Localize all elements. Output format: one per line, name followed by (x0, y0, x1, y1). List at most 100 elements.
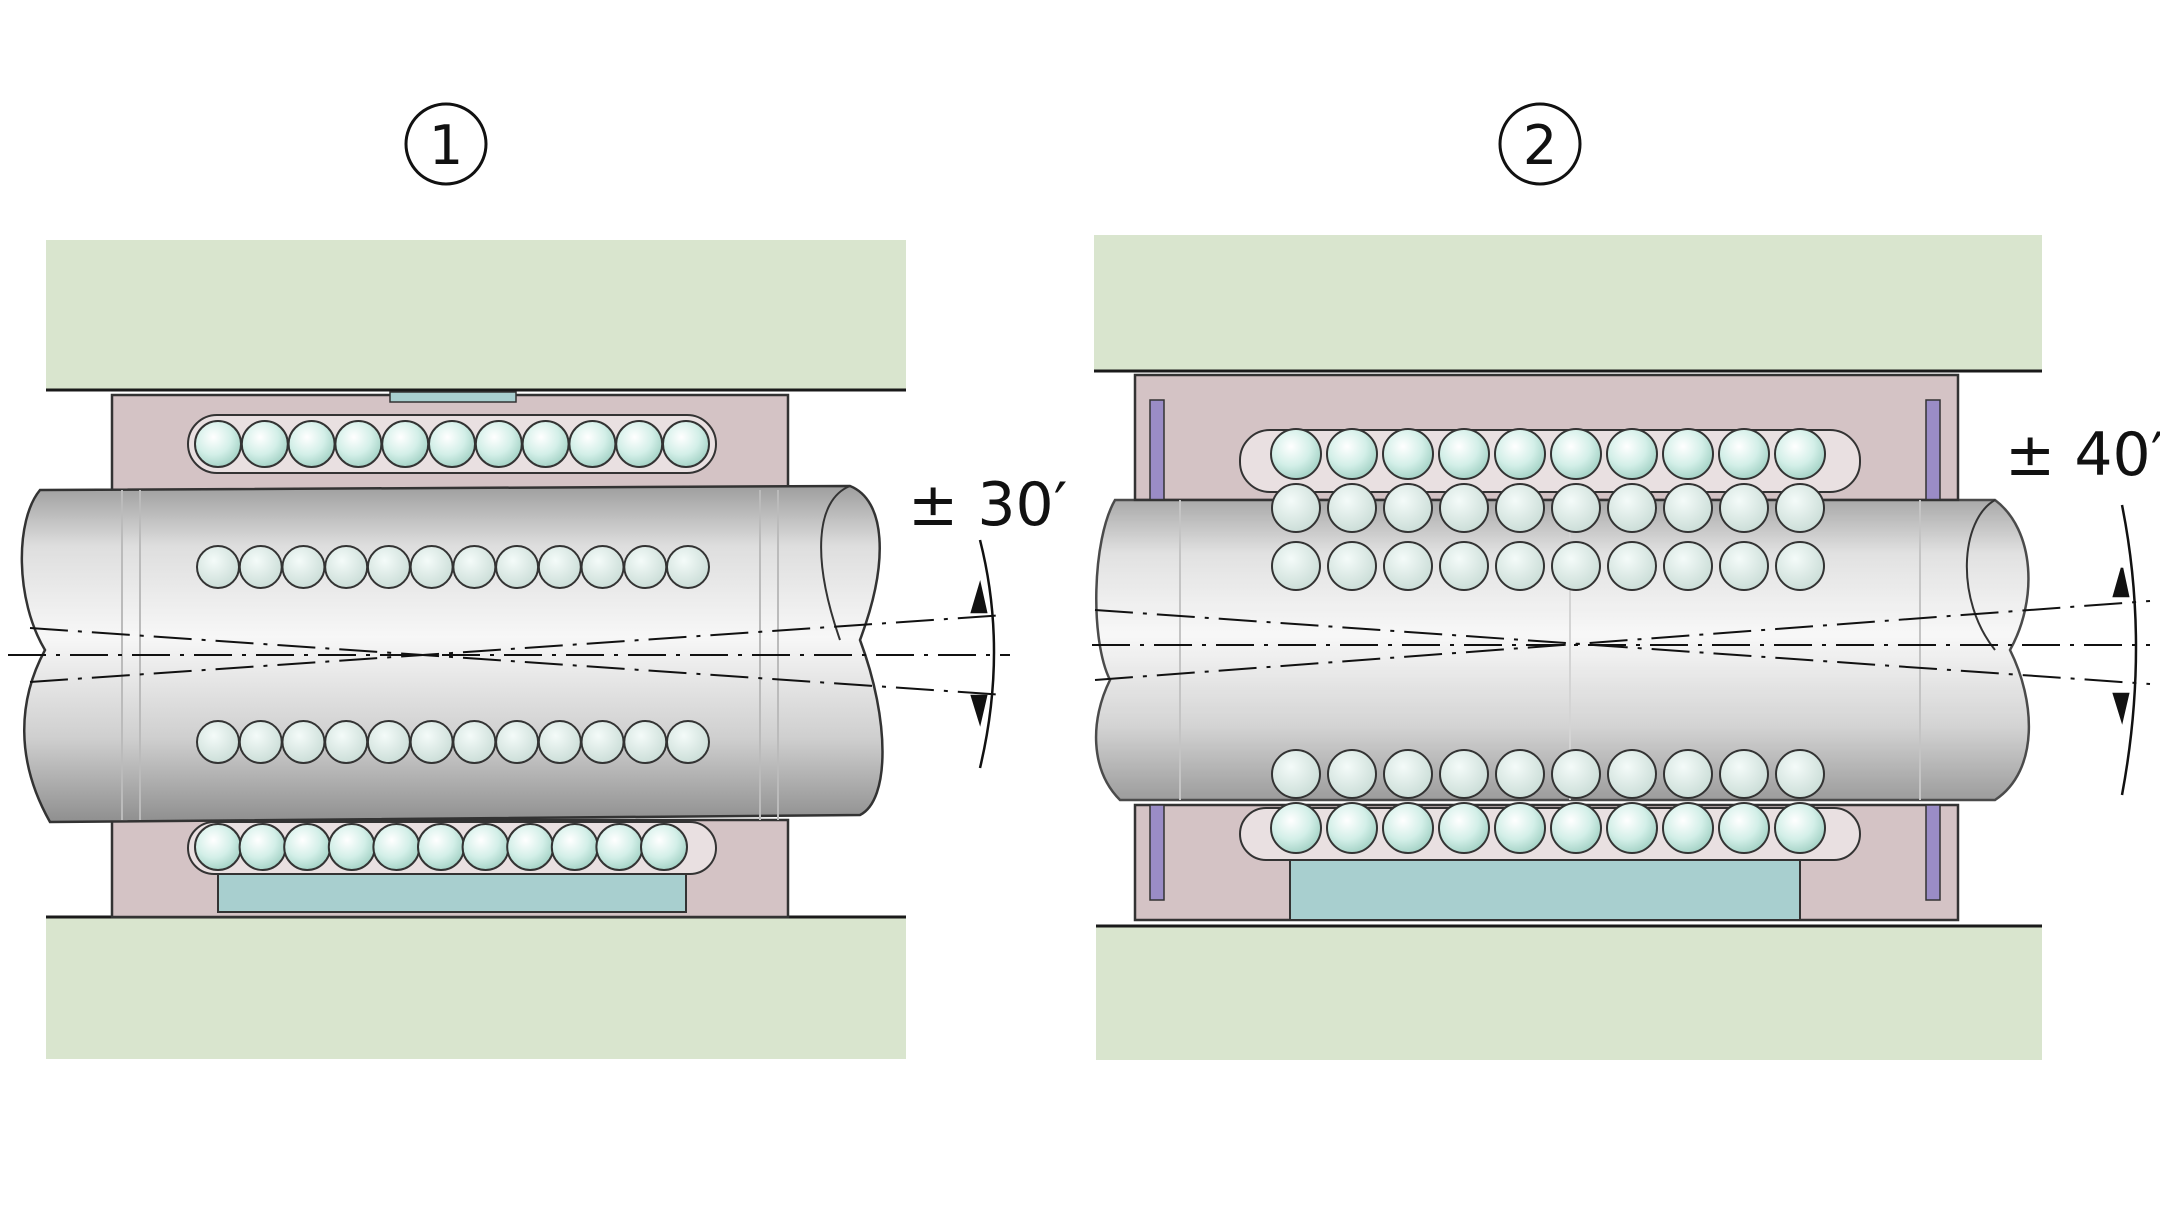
inner-ball (1439, 483, 1489, 533)
panel-2-number: 2 (1523, 114, 1557, 177)
inner-ball (1607, 749, 1657, 799)
ball (550, 823, 599, 871)
inner-ball (366, 545, 411, 589)
panel-2-housing-bottom (1096, 926, 2042, 1060)
ball (372, 823, 421, 871)
panel-2: 2 (1092, 102, 2160, 1060)
ball (1550, 428, 1602, 480)
inner-ball (580, 720, 625, 764)
inner-ball (281, 720, 326, 764)
panel-2-label: 2 (1498, 102, 1582, 186)
panel-1-angle-dimension (970, 539, 996, 769)
panel-1-axis-lines (8, 614, 1010, 696)
ball (1382, 428, 1434, 480)
panel-2-angle-dimension (2112, 504, 2138, 796)
panel-1-balls-top (194, 420, 710, 468)
ball (595, 823, 644, 871)
inner-ball (1719, 483, 1769, 533)
inner-ball (623, 720, 668, 764)
ball (1662, 428, 1714, 480)
inner-ball (1439, 749, 1489, 799)
ball (1270, 802, 1322, 854)
ball (428, 420, 476, 468)
panel-1-balls-bottom (194, 823, 688, 871)
panel-1-housing-top (46, 240, 906, 390)
inner-ball (1383, 749, 1433, 799)
inner-ball (281, 545, 326, 589)
inner-ball (238, 720, 283, 764)
inner-ball (1271, 483, 1321, 533)
inner-ball (537, 545, 582, 589)
inner-ball (196, 545, 240, 589)
ball (194, 823, 242, 871)
ball (521, 420, 570, 468)
panel-2-balls-inner (1271, 483, 1825, 799)
ball (238, 823, 287, 871)
ball (1494, 428, 1546, 480)
inner-ball (1607, 483, 1657, 533)
inner-ball (1495, 749, 1545, 799)
inner-ball (1775, 749, 1825, 799)
inner-ball (1607, 541, 1657, 591)
ball (1606, 802, 1658, 854)
panel-2-housing-top (1094, 235, 2042, 371)
panel-1-balls-inner (196, 545, 710, 764)
inner-ball (1495, 483, 1545, 533)
ball (1326, 428, 1378, 480)
ball (334, 420, 383, 468)
inner-ball (666, 545, 710, 589)
panel-2-seal-left-top (1149, 399, 1165, 501)
ball (1270, 428, 1322, 480)
panel-1: 1 (8, 102, 1067, 1059)
inner-ball (196, 720, 240, 764)
inner-ball (1719, 749, 1769, 799)
inner-ball (1551, 483, 1601, 533)
panel-2-seal-left-bottom (1149, 804, 1165, 901)
panel-1-housing-bottom (46, 917, 906, 1059)
inner-ball (1383, 483, 1433, 533)
inner-ball (452, 545, 497, 589)
ball (327, 823, 376, 871)
ball (506, 823, 555, 871)
inner-ball (1551, 749, 1601, 799)
inner-ball (1719, 541, 1769, 591)
ball (283, 823, 332, 871)
ball (1774, 428, 1826, 480)
inner-ball (1439, 541, 1489, 591)
ball (568, 420, 617, 468)
ball (417, 823, 465, 871)
inner-ball (1327, 483, 1377, 533)
panel-2-seal-right-top (1925, 399, 1941, 501)
inner-ball (324, 545, 369, 589)
inner-ball (1775, 541, 1825, 591)
ball (474, 420, 523, 468)
ball (1438, 428, 1490, 480)
inner-ball (580, 545, 625, 589)
ball (240, 420, 289, 468)
inner-ball (537, 720, 582, 764)
ball (1718, 802, 1770, 854)
inner-ball (1663, 483, 1713, 533)
panel-2-seal-right-bottom (1925, 804, 1941, 901)
panel-2-balls-bottom (1270, 802, 1826, 854)
inner-ball (1775, 483, 1825, 533)
inner-ball (495, 720, 540, 764)
ball (1550, 802, 1602, 854)
inner-ball (1327, 541, 1377, 591)
inner-ball (1551, 541, 1601, 591)
inner-ball (238, 545, 283, 589)
inner-ball (366, 720, 411, 764)
inner-ball (409, 720, 454, 764)
panel-1-number: 1 (429, 114, 463, 177)
ball (1606, 428, 1658, 480)
panel-2-bearing-cage-bottom (1133, 803, 1960, 922)
panel-2-angle-label: ± 40′ (2005, 420, 2160, 490)
panel-1-angle-label: ± 30′ (908, 470, 1067, 540)
inner-ball (495, 545, 540, 589)
inner-ball (1327, 749, 1377, 799)
ball (287, 420, 336, 468)
inner-ball (452, 720, 497, 764)
ball (381, 420, 430, 468)
